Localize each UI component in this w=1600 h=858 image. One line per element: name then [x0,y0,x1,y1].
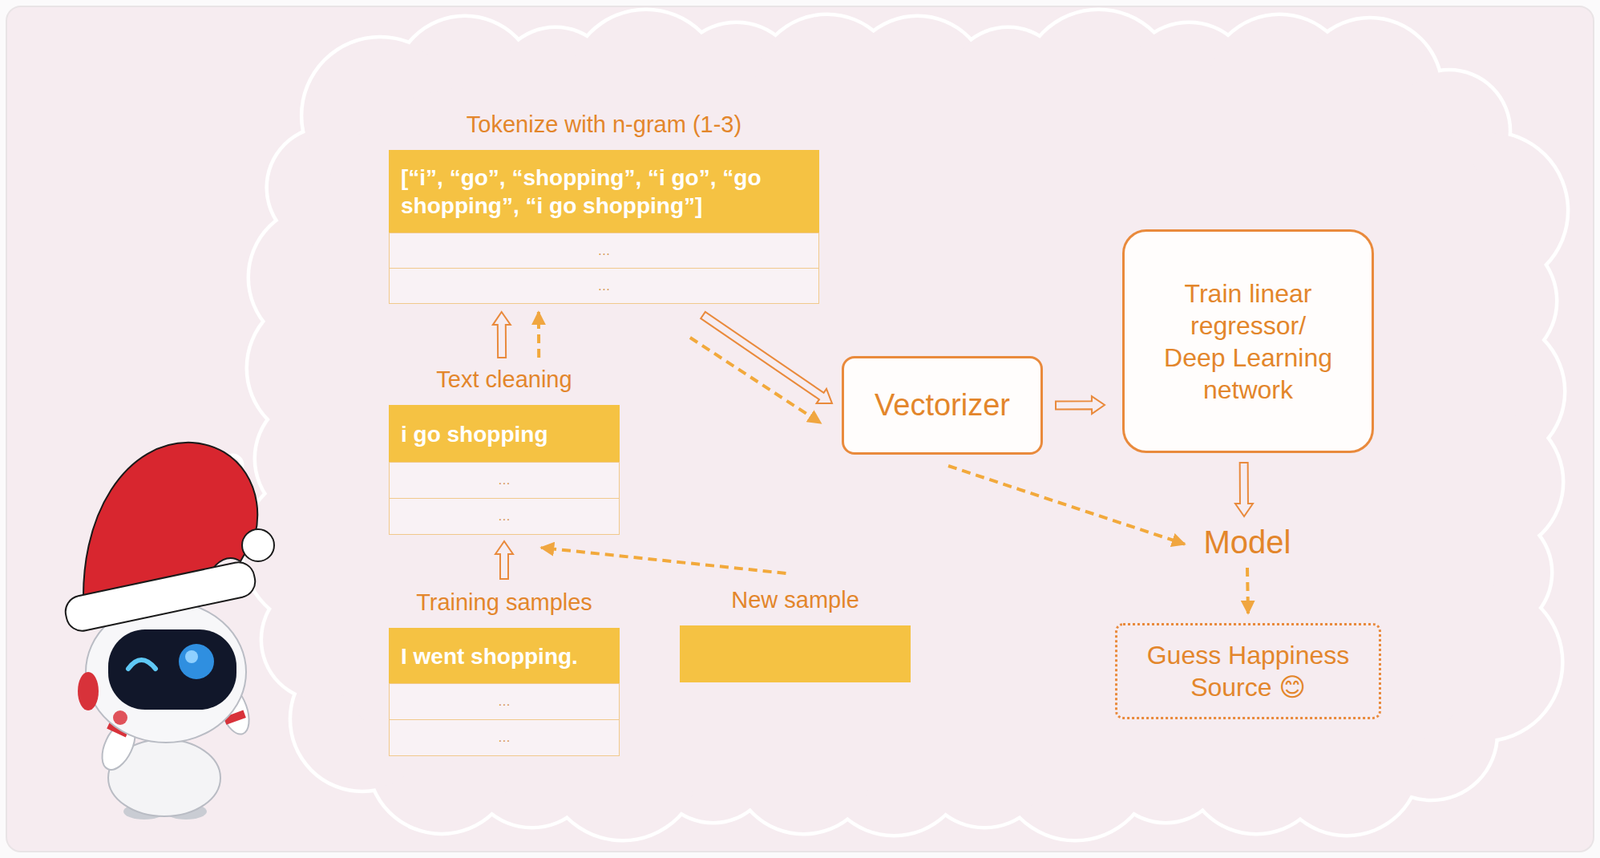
table-group: New sample [679,585,911,683]
table-group: Text cleaning i go shopping … … [388,365,620,535]
flow-arrow [1055,395,1105,414]
flow-arrow [495,541,514,579]
flow-arrow [492,311,511,358]
hat-pompom [242,529,275,562]
box-label: Train linear regressor/ Deep Learning ne… [1156,277,1340,406]
ellipsis-row: … [388,719,620,756]
table-row: i go shopping [388,404,620,463]
cloud-body [320,88,1491,762]
robot-eye-glint [185,650,198,663]
ellipsis-row: … [388,267,820,304]
cell-text: i go shopping [400,420,549,449]
ellipsis-row: … [388,232,820,269]
frame [6,6,1594,852]
inference-arrow [537,311,541,358]
robot-ear [77,671,99,711]
flow-arrow [1235,462,1253,517]
box-label: Guess Happiness Source 😊 [1131,638,1366,704]
box-label: Model [1204,521,1292,562]
robot-visor [108,629,237,710]
robot-eye [178,643,215,679]
table-heading: New sample [679,585,911,614]
cell-text: [“i”, “go”, “shopping”, “i go”, “go shop… [400,163,784,220]
output-box: Guess Happiness Source 😊 [1115,622,1382,720]
robot-cheek [113,710,128,725]
ellipsis-text: … [497,508,511,524]
ellipsis-row: … [388,461,620,499]
cell-text: I went shopping. [400,642,578,671]
robot-illustration [62,442,275,820]
table-group: Tokenize with n-gram (1-3) [“i”, “go”, “s… [388,110,820,304]
ellipsis-row: … [388,682,620,720]
process-box: Train linear regressor/ Deep Learning ne… [1122,229,1374,453]
ellipsis-text: … [497,729,511,745]
table-heading: Tokenize with n-gram (1-3) [388,110,820,138]
inference-arrow [690,337,821,424]
table-row: [“i”, “go”, “shopping”, “i go”, “go shop… [388,149,820,234]
ellipsis-row: … [388,497,620,535]
robot-wink [128,659,156,669]
ellipsis-text: … [497,472,511,488]
thought-cloud [243,11,1567,839]
process-box: Vectorizer [841,355,1043,455]
cloud-outline [243,11,1567,839]
ellipsis-text: … [597,278,611,294]
table-row: I went shopping. [388,627,620,684]
box-label: Vectorizer [874,386,1011,425]
inference-arrow [541,547,786,574]
inference-arrow [1247,567,1249,614]
table-group: Training samples I went shopping. … … [388,588,620,756]
ellipsis-text: … [497,693,511,709]
hat-brim [62,559,259,635]
inference-arrow [948,465,1185,545]
cloud-fill [243,11,1567,839]
empty-sample-box [679,625,911,683]
table-heading: Training samples [388,588,620,616]
model-label-node: Model [1194,521,1301,563]
table-heading: Text cleaning [388,365,620,393]
ellipsis-text: … [597,242,611,259]
